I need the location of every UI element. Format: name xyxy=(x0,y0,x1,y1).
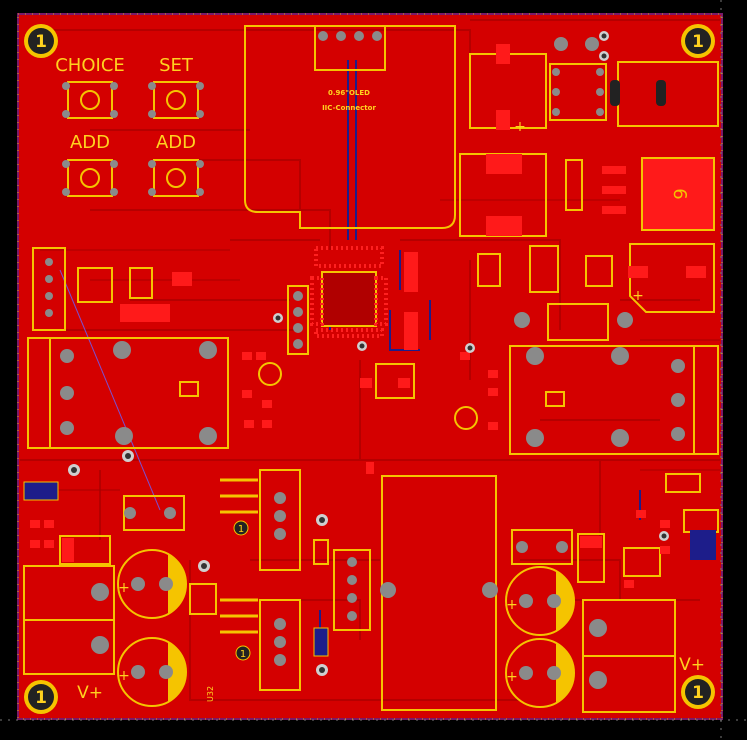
vplus-label-left: V+ xyxy=(77,683,103,703)
smd-component xyxy=(404,312,418,350)
pin1-marker-lower: 1 xyxy=(235,645,251,661)
svg-text:1: 1 xyxy=(240,649,246,660)
tactile-button-set xyxy=(148,81,204,119)
led-footprint xyxy=(454,406,478,430)
connector-footprint xyxy=(333,549,371,631)
button-label-add-right: ADD xyxy=(156,132,196,153)
electrolytic-cap-right: + xyxy=(628,243,715,313)
oled-title: 0.96"OLED xyxy=(328,89,370,97)
svg-text:1: 1 xyxy=(238,524,244,535)
capacitor-right-lower: + xyxy=(505,638,575,708)
svg-text:+: + xyxy=(118,668,130,684)
jack-footprint xyxy=(549,37,607,121)
mounting-hole-bottom-left: 1 xyxy=(24,680,58,714)
svg-text:+: + xyxy=(118,580,130,596)
tactile-button-add-right xyxy=(148,159,204,197)
capacitor-right-upper: + xyxy=(505,566,575,636)
cap-plus-mark: + xyxy=(632,288,644,304)
diode-footprint xyxy=(577,533,605,583)
mounting-hole-bottom-right: 1 xyxy=(681,675,715,709)
passive-pads xyxy=(30,352,670,588)
vplus-label-right: V+ xyxy=(679,655,705,675)
led-footprint xyxy=(258,362,282,386)
regulator-mark: 6 xyxy=(669,188,690,199)
terminal-block-left xyxy=(23,565,115,675)
left-relay xyxy=(27,337,229,449)
left-connector xyxy=(32,247,66,331)
smd-component xyxy=(120,304,170,322)
button-label-choice: CHOICE xyxy=(55,55,125,76)
smd-component xyxy=(129,267,153,299)
terminal-block-right xyxy=(582,599,676,713)
mounting-hole-top-left: 1 xyxy=(24,24,58,58)
smd-component xyxy=(529,245,559,293)
mounting-hole-mark: 1 xyxy=(35,688,47,708)
mounting-hole-mark: 1 xyxy=(35,32,47,52)
capacitor-left-lower: + xyxy=(117,637,187,707)
smd-component xyxy=(565,159,583,211)
cap-plus-mark: + xyxy=(514,119,526,135)
oled-connector-footprint xyxy=(244,25,456,229)
pin1-marker-upper: 1 xyxy=(233,520,249,536)
crystal-footprint xyxy=(375,363,415,399)
svg-text:+: + xyxy=(506,669,518,685)
mounting-hole-mark: 1 xyxy=(692,32,704,52)
smd-component xyxy=(404,252,418,292)
oled-subtitle: IIC-Connector xyxy=(322,104,376,112)
mounting-hole-mark: 1 xyxy=(692,683,704,703)
tactile-button-choice xyxy=(62,81,118,119)
heatsink-pattern xyxy=(189,469,301,691)
regulator-ic: 6 xyxy=(602,157,715,231)
mounting-hole-top-right: 1 xyxy=(681,24,715,58)
fuse-footprint xyxy=(511,529,573,565)
electrolytic-cap-top: + xyxy=(469,44,547,135)
transformer-footprint xyxy=(380,475,498,711)
programming-header xyxy=(287,285,309,355)
u32-label: U32 xyxy=(206,686,215,702)
tactile-button-add-left xyxy=(62,159,118,197)
button-label-add-left: ADD xyxy=(70,132,110,153)
mcu-chip xyxy=(310,246,388,338)
smd-component xyxy=(23,481,59,501)
smd-component xyxy=(77,267,113,303)
vias xyxy=(68,31,669,676)
button-label-set: SET xyxy=(159,55,194,76)
svg-text:+: + xyxy=(506,597,518,613)
right-relay xyxy=(509,303,719,455)
capacitor-left-upper: + xyxy=(117,549,187,619)
diode-footprint xyxy=(59,535,111,565)
